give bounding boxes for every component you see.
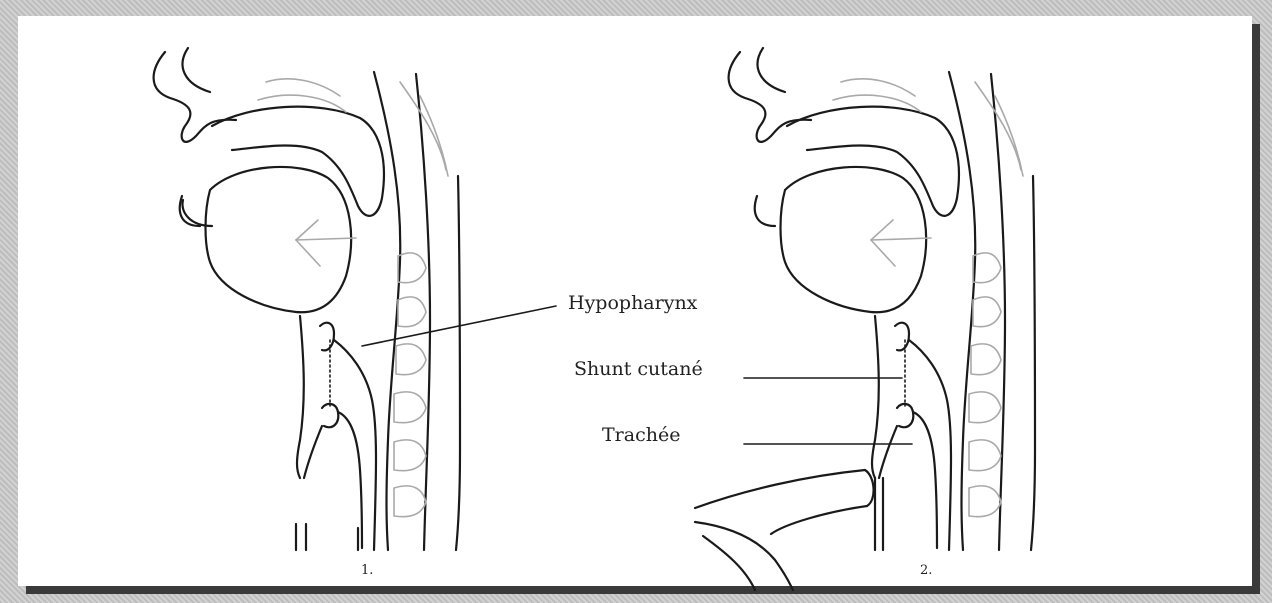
label-shunt: Shunt cutané (574, 358, 703, 380)
figure-1-number: 1. (361, 563, 373, 578)
figure-2-number: 2. (920, 563, 932, 578)
label-trachea: Trachée (602, 424, 680, 446)
figure-1-head-profile (154, 48, 460, 550)
label-hypopharynx: Hypopharynx (568, 292, 697, 314)
figure-2-head-profile (695, 48, 1035, 590)
